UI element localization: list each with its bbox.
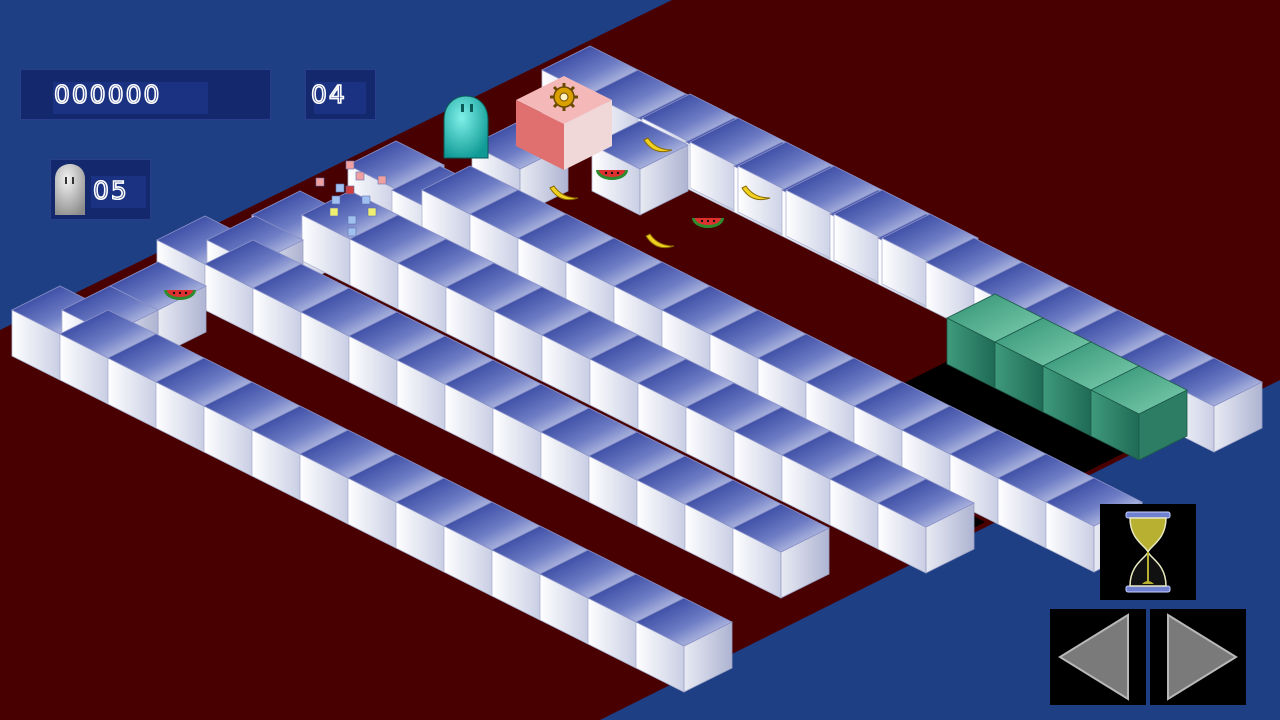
sparkle-particle	[361, 195, 371, 205]
level-value: 04	[310, 80, 347, 109]
move-left-button[interactable]	[1050, 609, 1146, 705]
hourglass-icon	[1125, 511, 1171, 593]
sparkle-effect	[315, 160, 387, 237]
floor-tile	[635, 597, 733, 693]
right-arrow-icon	[1167, 613, 1238, 701]
floor-tile	[591, 120, 689, 216]
sparkle-particle	[329, 207, 339, 217]
lives-panel: 05	[50, 159, 151, 220]
player-ghost-icon	[55, 164, 85, 215]
sparkle-particle	[345, 160, 355, 170]
sparkle-particle	[315, 177, 325, 187]
sparkle-particle	[377, 175, 387, 185]
banana-icon	[643, 137, 673, 153]
floor-tile	[877, 478, 975, 574]
glass-block	[1090, 365, 1188, 461]
watermelon-icon	[164, 290, 196, 300]
lives-value: 05	[92, 176, 129, 205]
ghost-enemy	[443, 95, 489, 159]
void-pit	[900, 360, 1130, 475]
sparkle-particle	[347, 227, 357, 237]
score-panel: 000000	[20, 69, 271, 120]
sparkle-particle	[355, 171, 365, 181]
score-value: 000000	[53, 80, 162, 109]
left-arrow-icon	[1058, 613, 1129, 701]
sparkle-particle	[335, 183, 345, 193]
sparkle-particle	[347, 215, 357, 225]
watermelon-icon	[692, 218, 724, 228]
timer-panel	[1100, 504, 1196, 600]
floor-tile	[732, 503, 830, 599]
banana-icon	[549, 185, 579, 201]
sparkle-particle	[331, 195, 341, 205]
watermelon-icon	[596, 170, 628, 180]
banana-icon	[741, 185, 771, 201]
move-right-button[interactable]	[1150, 609, 1246, 705]
banana-icon	[645, 233, 675, 249]
sparkle-particle	[367, 207, 377, 217]
level-panel: 04	[305, 69, 376, 120]
gear-icon	[550, 83, 578, 111]
sparkle-particle	[345, 185, 355, 195]
